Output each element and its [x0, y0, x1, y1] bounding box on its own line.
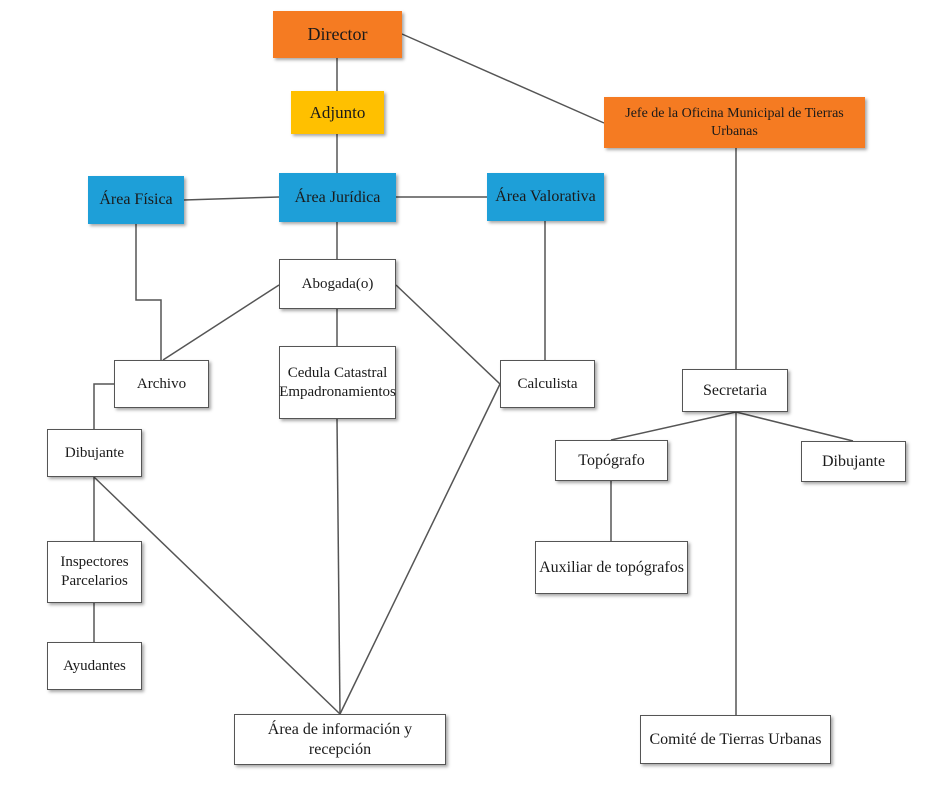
connector-abogado-archivo — [162, 284, 280, 361]
node-secretaria: Secretaria — [682, 369, 788, 412]
node-area-juridica: Área Jurídica — [279, 173, 396, 222]
connector-fisica-archivo — [135, 224, 162, 360]
connector-calculista-informacion — [339, 383, 501, 715]
connector-secretaria-topografo — [610, 411, 737, 441]
node-ayudantes: Ayudantes — [47, 642, 142, 690]
node-area-valorativa: Área Valorativa — [487, 173, 604, 221]
node-auxiliar-topografos: Auxiliar de topógrafos — [535, 541, 688, 594]
node-area-informacion: Área de información y recepción — [234, 714, 446, 765]
node-cedula-catastral: Cedula Catastral Empadronamientos — [279, 346, 396, 419]
connector-director-jefe — [401, 33, 605, 124]
connector-cedula-informacion — [336, 418, 341, 715]
node-inspectores-parcelarios: Inspectores Parcelarios — [47, 541, 142, 603]
node-dibujante-izquierda: Dibujante — [47, 429, 142, 477]
connector-dibujante-informacion — [93, 476, 341, 715]
connector-secretaria-dibujante — [735, 411, 854, 442]
node-topografo: Topógrafo — [555, 440, 668, 481]
node-adjunto: Adjunto — [291, 91, 384, 134]
connector-abogado-calculista — [395, 284, 501, 385]
node-dibujante-derecha: Dibujante — [801, 441, 906, 482]
connector-archivo-dibujante — [93, 383, 114, 429]
node-area-fisica: Área Física — [88, 176, 184, 224]
node-abogado: Abogada(o) — [279, 259, 396, 309]
node-comite-tierras: Comité de Tierras Urbanas — [640, 715, 831, 764]
node-jefe-oficina: Jefe de la Oficina Municipal de Tierras … — [604, 97, 865, 148]
node-director: Director — [273, 11, 402, 58]
node-archivo: Archivo — [114, 360, 209, 408]
node-calculista: Calculista — [500, 360, 595, 408]
connector-fisica-juridica — [183, 196, 280, 201]
